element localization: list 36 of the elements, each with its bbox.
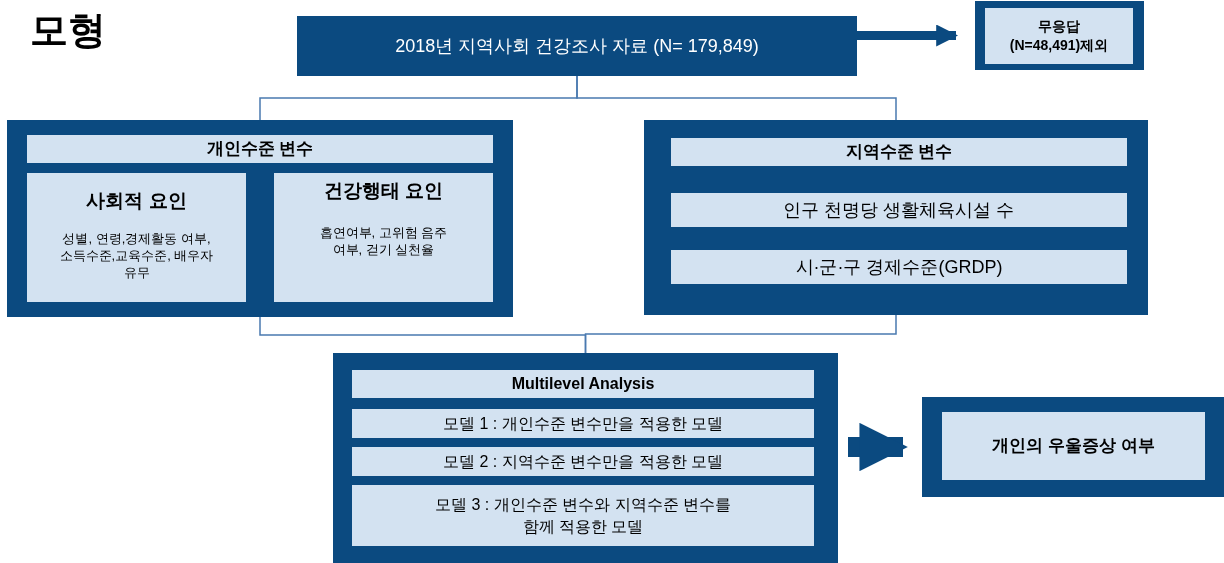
header-label: Multilevel Analysis [511, 374, 655, 394]
factor-heading: 건강행태 요인 [323, 179, 444, 203]
variable-box [671, 250, 1127, 284]
header-label: 개인수준 변수 [206, 138, 314, 161]
model-box [352, 409, 814, 438]
model-box [352, 447, 814, 476]
block-arrow [848, 422, 908, 472]
data-source-box [297, 16, 857, 76]
group-panel [644, 120, 1148, 315]
header-bar [27, 135, 493, 163]
header-label: 지역수준 변수 [845, 141, 953, 164]
box-label: 무응답 (N=48,491)제외 [1008, 17, 1110, 55]
group-panel [7, 120, 513, 317]
box-label: 시·군·구 경제수준(GRDP) [795, 255, 1003, 279]
factor-description: 성별, 연령,경제활동 여부, 소득수준,교육수준, 배우자 유무 [58, 229, 215, 281]
outcome-box [922, 397, 1224, 497]
factor-box [274, 173, 493, 302]
box-label: 모델 3 : 개인수준 변수와 지역수준 변수를 함께 적용한 모델 [434, 494, 732, 537]
box-label: 모델 1 : 개인수준 변수만을 적용한 모델 [443, 413, 723, 434]
factor-heading: 사회적 요인 [86, 189, 187, 213]
box-label: 2018년 지역사회 건강조사 자료 (N= 179,849) [395, 34, 759, 58]
title: 모형 [30, 8, 106, 53]
variable-box [671, 193, 1127, 227]
factor-description: 흡연여부, 고위험 음주 여부, 걷기 실천율 [318, 223, 449, 258]
group-panel [333, 353, 838, 563]
exclusion-box [975, 1, 1144, 70]
box-label: 인구 천명당 생활체육시설 수 [783, 198, 1015, 222]
factor-box [27, 173, 246, 302]
model-box [352, 485, 814, 546]
box-label: 개인의 우울증상 여부 [992, 435, 1155, 458]
box-label: 모델 2 : 지역수준 변수만을 적용한 모델 [443, 451, 723, 472]
block-arrow [857, 24, 959, 47]
connector-line [584, 314, 897, 354]
header-bar [671, 138, 1127, 166]
header-bar [352, 370, 814, 398]
connector-line [576, 75, 897, 121]
